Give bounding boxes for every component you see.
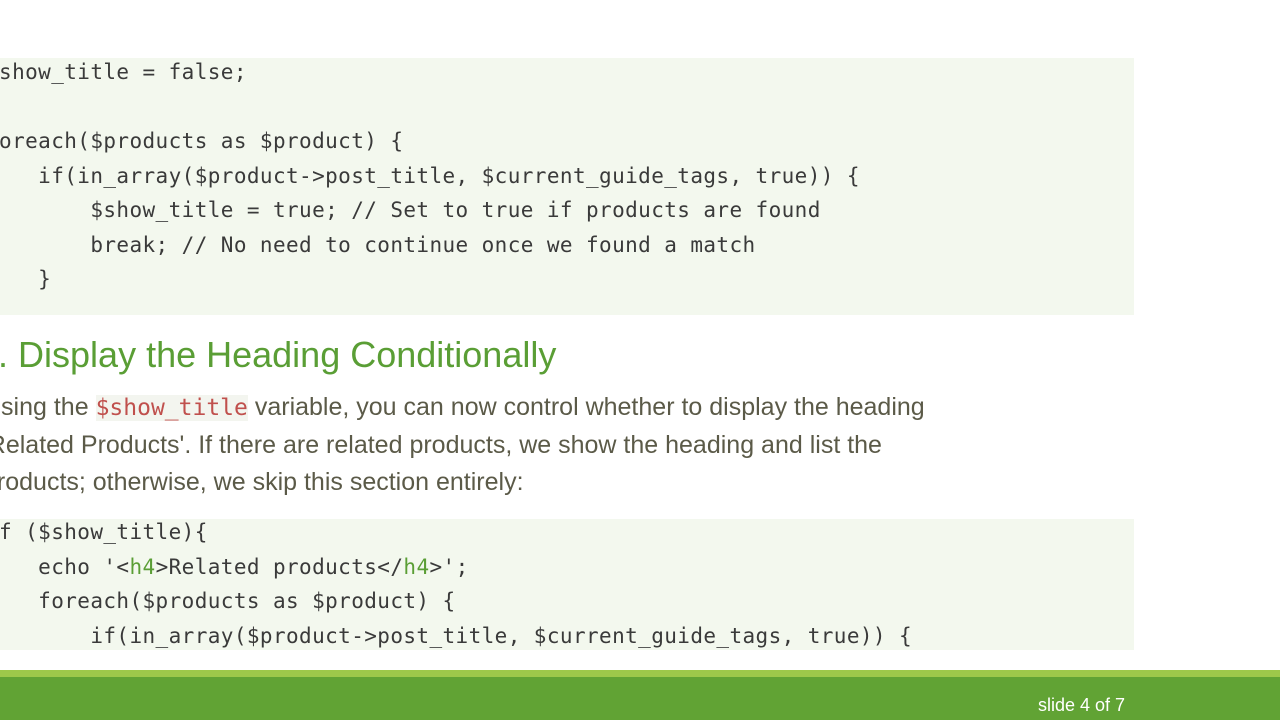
slide-indicator: slide 4 of 7 bbox=[1038, 695, 1126, 715]
code-line: if(in_array($product->post_title, $curre… bbox=[0, 163, 860, 188]
code-line: break; // No need to continue once we fo… bbox=[0, 232, 756, 257]
code-line: foreach($products as $product) { bbox=[0, 129, 404, 153]
code-line: $show_title = false; bbox=[0, 60, 247, 84]
code-token: >Related products</ bbox=[155, 554, 404, 579]
code-line: foreach($products as $product) { bbox=[0, 589, 456, 613]
code-line: echo '<h4>Related products</h4>'; bbox=[0, 555, 469, 579]
text: 'Related Products'. If there are related… bbox=[0, 431, 882, 459]
code-block-2: if ($show_title){ echo '<h4>Related prod… bbox=[0, 519, 1134, 650]
code-line: $show_title = true; // Set to true if pr… bbox=[0, 198, 821, 222]
text: products; otherwise, we skip this sectio… bbox=[0, 468, 524, 496]
code-token: >'; bbox=[429, 554, 469, 579]
text: Using the bbox=[0, 393, 89, 421]
code-text: $show_title = false; foreach($products a… bbox=[0, 58, 860, 297]
footer-stripe bbox=[0, 670, 1280, 677]
code-tag: h4 bbox=[403, 554, 430, 579]
code-tag: h4 bbox=[129, 554, 156, 579]
code-line: if ($show_title){ bbox=[0, 520, 208, 544]
slide-footer: slide 4 of 7 bbox=[0, 677, 1280, 720]
code-line: if(in_array($product->post_title, $curre… bbox=[0, 623, 913, 648]
inline-code: $show_title bbox=[95, 395, 248, 421]
text: variable, you can now control whether to… bbox=[247, 393, 925, 421]
code-text: if ($show_title){ echo '<h4>Related prod… bbox=[0, 519, 912, 650]
section-heading: 4. Display the Heading Conditionally bbox=[0, 334, 557, 375]
code-token: echo '< bbox=[0, 554, 130, 579]
paragraph: Using the $show_title variable, you can … bbox=[0, 389, 925, 501]
code-line: } bbox=[38, 267, 52, 291]
code-block-1: $show_title = false; foreach($products a… bbox=[0, 58, 1134, 315]
